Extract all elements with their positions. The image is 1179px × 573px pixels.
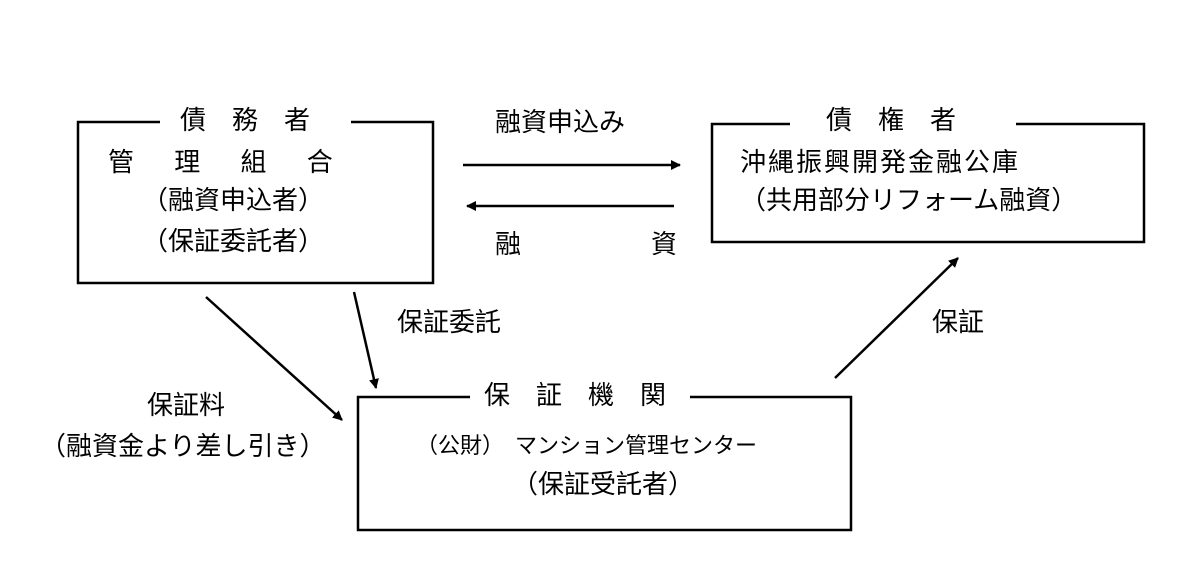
debtor-name: 管 理 組 合: [108, 148, 335, 178]
guarantor-box: [356, 395, 853, 532]
guarantee-fee-note: （融資金より差し引き）: [40, 432, 326, 462]
debtor-role-applicant: （融資申込者）: [142, 186, 325, 216]
loan-label-left: 融: [495, 230, 522, 260]
creditor-box: [710, 122, 1146, 244]
debtor-title: 債 務 者: [174, 108, 317, 134]
guarantee-label: 保証: [932, 308, 985, 338]
creditor-loan-type: （共用部分リフォーム融資）: [740, 186, 1078, 216]
creditor-name: 沖縄振興開発金融公庫: [740, 148, 1021, 178]
guarantor-title: 保 証 機 関: [478, 383, 673, 409]
debtor-role-requester: （保証委託者）: [142, 227, 325, 257]
application-label: 融資申込み: [495, 108, 626, 138]
debtor-box: [76, 120, 435, 285]
guarantee-arrow: [834, 257, 959, 379]
guarantor-role: （保証受託者）: [512, 470, 695, 500]
guarantee-request-arrow: [352, 291, 379, 389]
guarantee-fee-arrow: [205, 296, 343, 421]
guarantee-fee-label: 保証料: [147, 391, 226, 421]
loan-label-right: 資: [651, 230, 678, 260]
guarantee-request-label: 保証委託: [397, 308, 502, 338]
guarantor-name: （公財） マンション管理センター: [416, 434, 758, 459]
creditor-title: 債 権 者: [820, 108, 963, 134]
